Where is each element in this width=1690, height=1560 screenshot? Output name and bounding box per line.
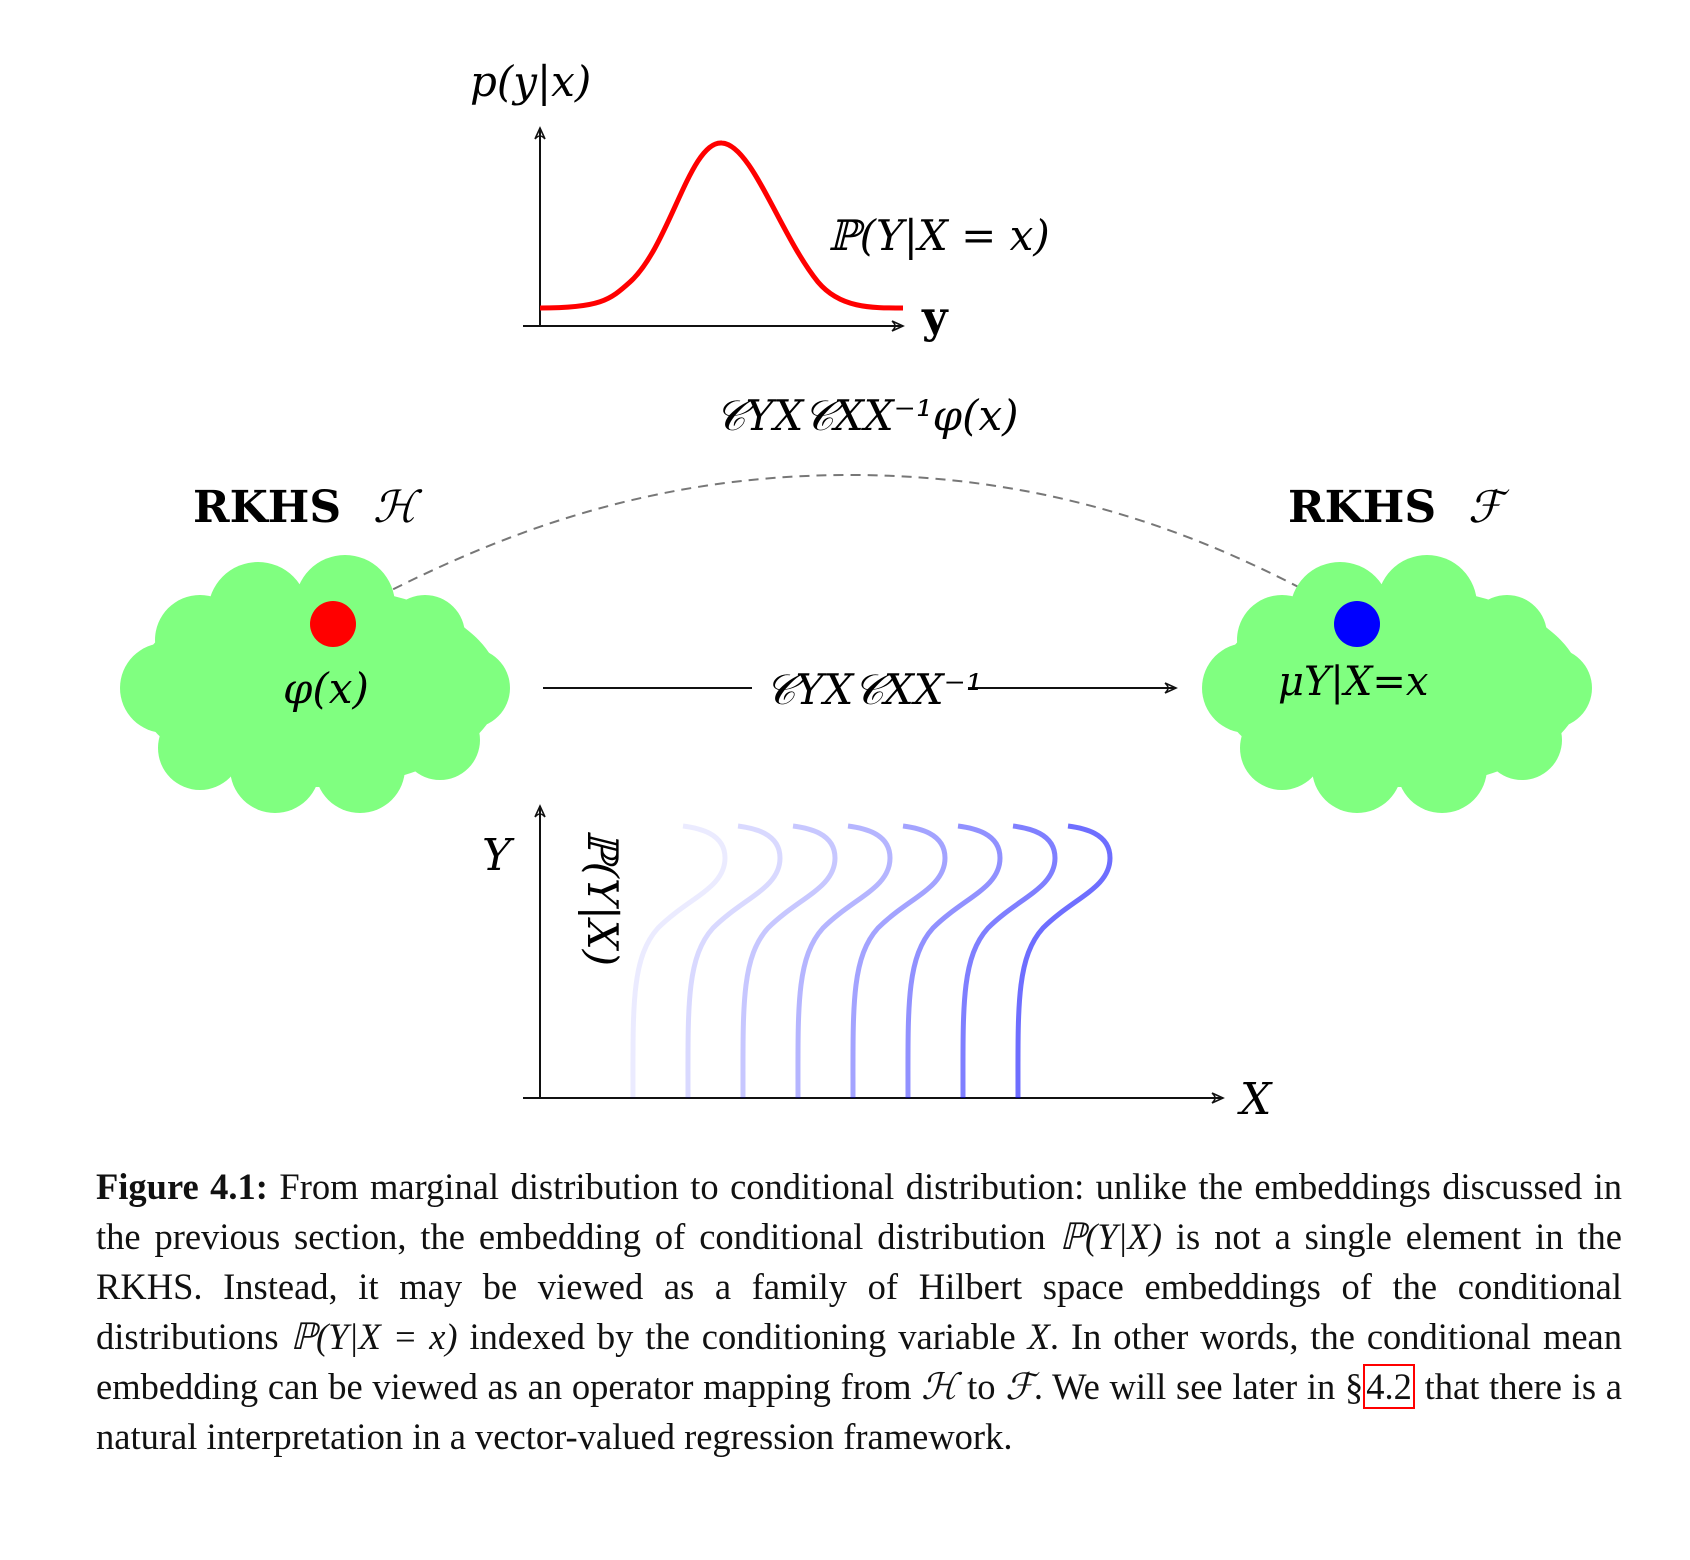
phi-x-label: φ(x): [283, 664, 369, 713]
caption-text-6: . We will see later in §: [1033, 1366, 1364, 1407]
caption-math-3: X: [1027, 1316, 1050, 1357]
conditional-density-curve: [630, 823, 728, 1099]
caption-math-1: ℙ(Y|X): [1059, 1216, 1163, 1257]
caption-text-7: that there is a natural interpretation i…: [96, 1366, 1622, 1457]
caption-math-5: ℱ: [1005, 1366, 1034, 1407]
caption-text-1: From marginal distribution to conditiona…: [96, 1166, 1622, 1257]
section-reference-link[interactable]: 4.2: [1363, 1364, 1415, 1409]
dashed-arc: [332, 473, 1356, 622]
phi-x-point: [310, 601, 356, 647]
conditional-density-curve: [960, 823, 1058, 1099]
mu-point: [1334, 601, 1380, 647]
caption-label: Figure 4.1:: [96, 1166, 268, 1207]
caption-math-4: ℋ: [921, 1366, 958, 1407]
operator-top-label: 𝒞YX𝒞XX⁻¹φ(x): [715, 391, 1019, 440]
bottom-x-axis-label: X: [1237, 1074, 1273, 1125]
rkhs-right-cloud: μY|X=x RKHS ℱ: [1202, 482, 1592, 813]
density-curve-label: ℙ(Y|X = x): [828, 211, 1050, 260]
top-density-plot: p(y|x) y ℙ(Y|X = x): [470, 57, 1050, 343]
caption-math-2: ℙ(Y|X = x): [290, 1316, 458, 1357]
caption-text-4: . In other words, the conditional mean e…: [96, 1316, 1622, 1407]
operator-arc: 𝒞YX𝒞XX⁻¹φ(x): [332, 391, 1356, 622]
top-x-axis-label: y: [921, 292, 949, 343]
conditional-curve-family: [630, 823, 1113, 1099]
density-curve: [539, 140, 904, 311]
caption-text-3: indexed by the conditioning variable: [457, 1316, 1028, 1357]
rkhs-right-title: RKHS: [1288, 482, 1436, 533]
conditional-density-curve: [740, 823, 838, 1099]
rotated-conditional-label: ℙ(Y|X): [578, 830, 627, 966]
conditional-density-curve: [795, 823, 893, 1099]
conditional-density-curve: [685, 823, 783, 1099]
caption-text-5: to: [957, 1366, 1006, 1407]
conditional-density-curve: [905, 823, 1003, 1099]
mu-label: μY|X=x: [1278, 659, 1428, 705]
conditional-density-curve: [850, 823, 948, 1099]
rkhs-right-symbol: ℱ: [1468, 482, 1510, 533]
bottom-y-axis-label: Y: [482, 830, 515, 881]
operator-middle-label: 𝒞YX𝒞XX⁻¹: [765, 665, 983, 714]
operator-arrow: 𝒞YX𝒞XX⁻¹: [543, 665, 1178, 714]
rkhs-left-cloud: φ(x) RKHS ℋ: [120, 482, 510, 813]
caption-text-2: is not a single element in the RKHS. Ins…: [96, 1216, 1622, 1357]
bottom-conditional-plot: Y X ℙ(Y|X): [482, 804, 1273, 1125]
figure-diagram: p(y|x) y ℙ(Y|X = x) 𝒞YX𝒞XX⁻¹φ(x) φ(x) RK…: [120, 57, 1592, 1125]
rkhs-left-title: RKHS: [193, 482, 341, 533]
top-y-axis-label: p(y|x): [470, 57, 591, 106]
conditional-density-curve: [1015, 823, 1113, 1099]
figure-caption: Figure 4.1: From marginal distribution t…: [96, 1162, 1622, 1462]
rkhs-left-symbol: ℋ: [373, 482, 423, 533]
